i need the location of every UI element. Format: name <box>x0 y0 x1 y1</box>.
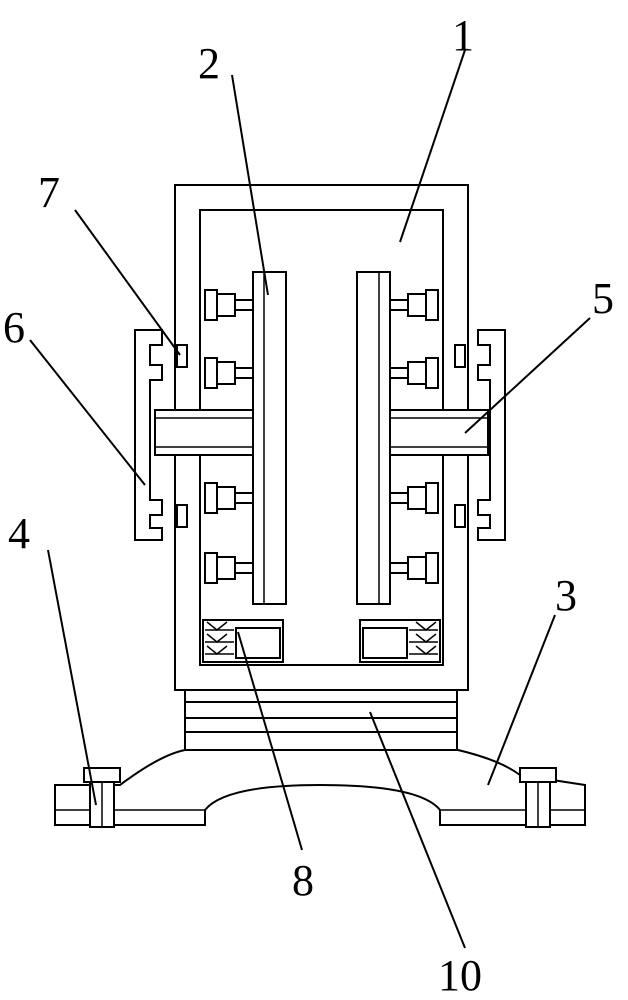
right-bolt-part-4 <box>519 767 557 828</box>
left-drive-unit-part-8 <box>202 619 284 663</box>
leader-6 <box>29 339 146 486</box>
reference-numerals: 1 2 3 4 5 6 7 8 10 <box>3 11 614 1000</box>
label-5: 5 <box>592 274 614 323</box>
leader-10 <box>369 711 466 949</box>
left-bolt-part-4 <box>83 767 121 828</box>
leader-lines <box>29 49 591 949</box>
right-cylinders <box>389 289 439 584</box>
leader-5 <box>464 317 591 434</box>
right-clamp <box>454 329 506 541</box>
left-clamp-plate-part-2 <box>252 271 287 605</box>
leader-8 <box>237 631 303 851</box>
label-6: 6 <box>3 303 25 352</box>
right-shaft-part-5 <box>389 409 489 456</box>
left-guide-block-part-7 <box>176 344 188 528</box>
right-drive-unit <box>359 619 441 663</box>
label-1: 1 <box>452 11 474 60</box>
leader-7 <box>74 209 181 356</box>
left-cylinders <box>204 289 254 584</box>
label-3: 3 <box>555 571 577 620</box>
left-clamp-part-6 <box>134 329 163 541</box>
leader-1 <box>399 49 466 243</box>
left-shaft <box>154 409 254 456</box>
base-part-3 <box>54 749 586 826</box>
label-4: 4 <box>8 509 30 558</box>
right-clamp-plate <box>356 271 391 605</box>
label-8: 8 <box>292 856 314 905</box>
label-7: 7 <box>38 168 60 217</box>
label-2: 2 <box>198 39 220 88</box>
leader-2 <box>231 74 269 296</box>
leader-3 <box>487 614 556 786</box>
leader-4 <box>47 549 97 806</box>
label-10: 10 <box>438 951 482 1000</box>
support-stack-part-10 <box>184 689 458 751</box>
